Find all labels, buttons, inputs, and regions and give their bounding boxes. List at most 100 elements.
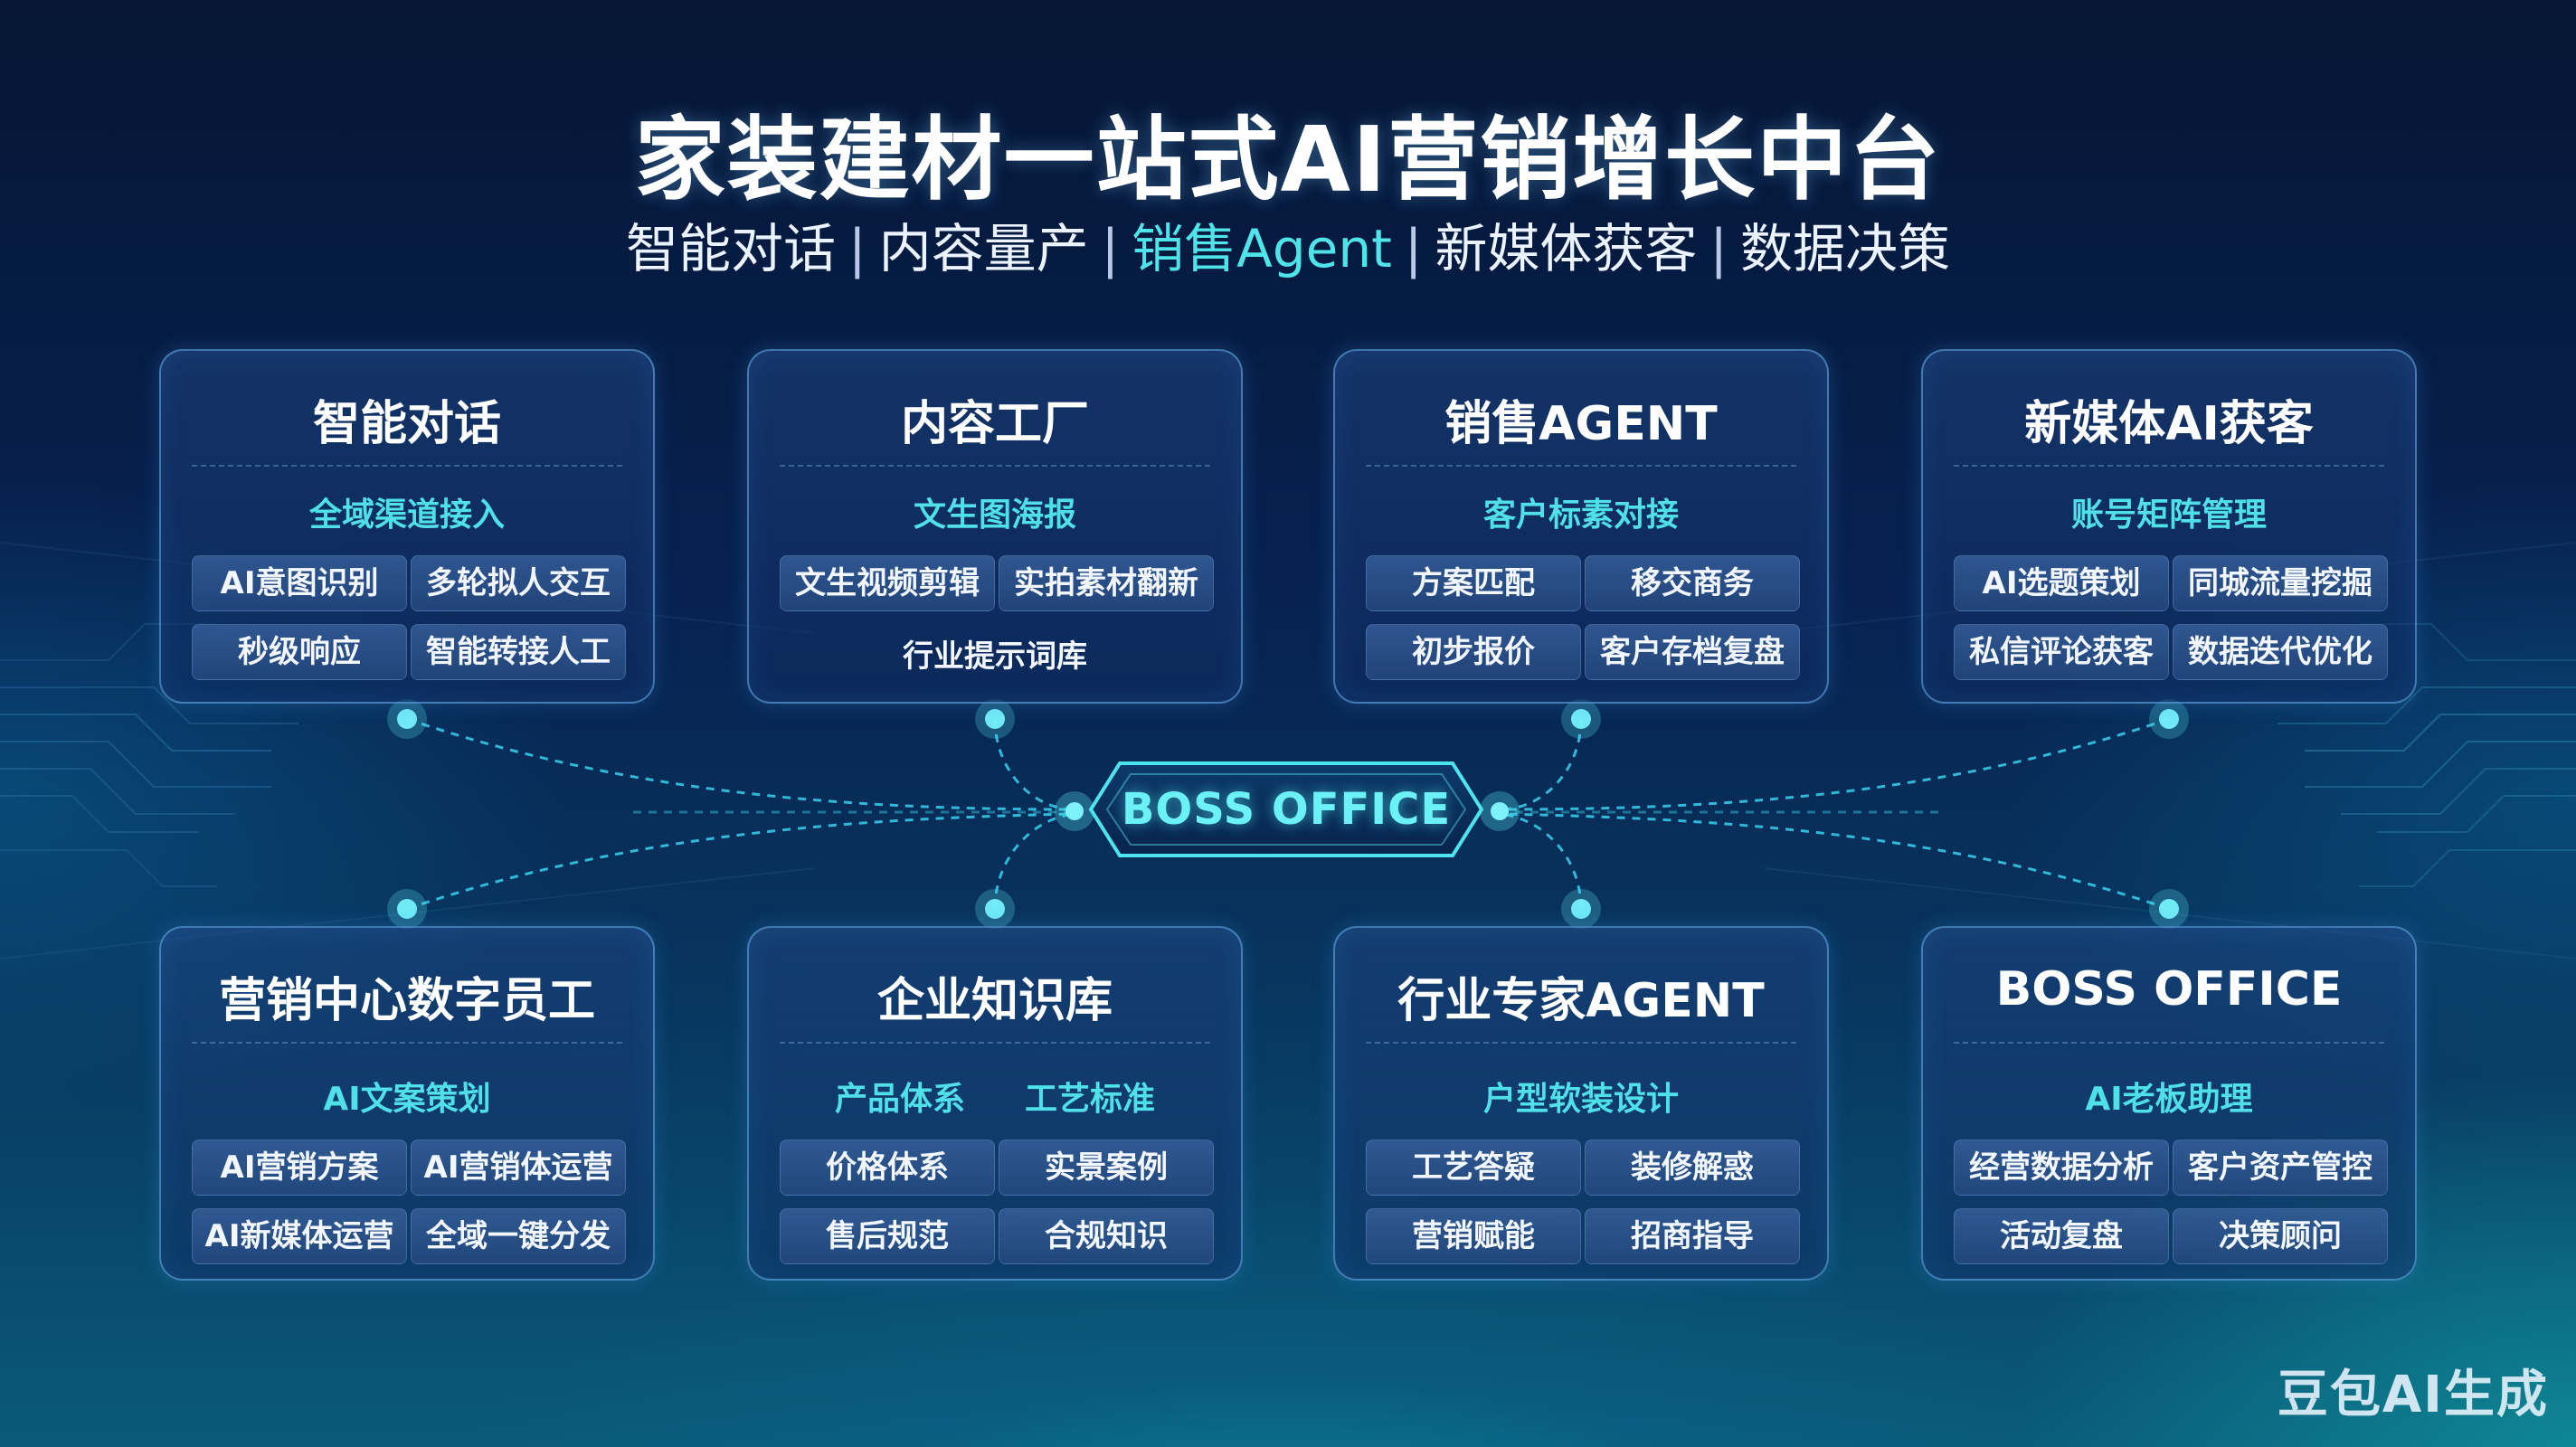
card-subheading: 工艺标准	[1025, 1081, 1156, 1118]
card-title: 营销中心数字员工	[218, 974, 595, 1028]
subtitle-part-2: 内容量产	[878, 218, 1089, 279]
feature-chip: 营销赋能	[1366, 1208, 1581, 1264]
feature-chip: 文生视频剪辑	[780, 555, 995, 611]
subtitle-separator: |	[1709, 218, 1728, 279]
connector-7	[1499, 812, 1583, 910]
connector-8	[1499, 812, 2170, 911]
subtitle-part-5: 数据决策	[1739, 218, 1950, 279]
card-divider	[1954, 1042, 2384, 1044]
card-boss-office: BOSS OFFICE AI老板助理 经营数据分析 客户资产管控 活动复盘 决策…	[1921, 926, 2417, 1281]
hub-hexagon-frame	[1088, 761, 1484, 857]
watermark: 豆包AI生成	[2277, 1366, 2549, 1424]
feature-chip: 招商指导	[1585, 1208, 1800, 1264]
hub-label: BOSS OFFICE	[1121, 784, 1452, 835]
feature-chip: 全域一键分发	[411, 1208, 626, 1264]
subtitle-separator: |	[848, 218, 867, 279]
connector-5	[406, 812, 1075, 911]
port-dot	[1571, 709, 1591, 729]
central-hub: BOSS OFFICE	[1087, 760, 1485, 859]
feature-chip: 同城流量挖掘	[2173, 555, 2388, 611]
feature-chip: 决策顾问	[2173, 1208, 2388, 1264]
card-title: 销售AGENT	[1444, 397, 1718, 451]
feature-chip: 经营数据分析	[1954, 1140, 2169, 1196]
feature-chip: 私信评论获客	[1954, 624, 2169, 680]
feature-chip: 初步报价	[1366, 624, 1581, 680]
port-dot	[397, 899, 417, 919]
feature-chip: 多轮拟人交互	[411, 555, 626, 611]
hub-port-right	[1491, 802, 1509, 820]
hub-port-left	[1065, 802, 1084, 820]
card-enterprise-knowledge-base: 企业知识库 产品体系 工艺标准 价格体系 实景案例 售后规范 合规知识	[747, 926, 1243, 1281]
connector-2	[993, 718, 1075, 811]
feature-chip: 装修解惑	[1585, 1140, 1800, 1196]
feature-chip: 客户资产管控	[2173, 1140, 2388, 1196]
card-title: 企业知识库	[876, 974, 1113, 1028]
port-dot	[2159, 709, 2179, 729]
feature-chip: 活动复盘	[1954, 1208, 2169, 1264]
feature-chip: 售后规范	[780, 1208, 995, 1264]
card-title: 新媒体AI获客	[2024, 397, 2314, 451]
card-divider	[192, 1042, 622, 1044]
card-subheading: 全域渠道接入	[308, 497, 505, 534]
subtitle-part-3-highlight: 销售Agent	[1132, 218, 1392, 279]
port-dot	[985, 709, 1005, 729]
subtitle-bar: 智能对话|内容量产|销售Agent|新媒体获客|数据决策	[0, 206, 2576, 282]
feature-chip: AI营销方案	[192, 1140, 407, 1196]
feature-chip: 智能转接人工	[411, 624, 626, 680]
feature-chip: AI新媒体运营	[192, 1208, 407, 1264]
feature-chip: 秒级响应	[192, 624, 407, 680]
card-new-media-acquisition: 新媒体AI获客 账号矩阵管理 AI选题策划 同城流量挖掘 私信评论获客 数据迭代…	[1921, 349, 2417, 704]
feature-chip: 方案匹配	[1366, 555, 1581, 611]
card-content-factory: 内容工厂 文生图海报 文生视频剪辑 实拍素材翻新 行业提示词库	[747, 349, 1243, 704]
card-title: BOSS OFFICE	[1995, 962, 2343, 1017]
port-dot	[397, 709, 417, 729]
card-marketing-digital-staff: 营销中心数字员工 AI文案策划 AI营销方案 AI营销体运营 AI新媒体运营 全…	[159, 926, 655, 1281]
feature-chip: 客户存档复盘	[1585, 624, 1800, 680]
connector-1	[406, 717, 1075, 811]
card-divider	[1366, 1042, 1796, 1044]
connector-4	[1499, 717, 2170, 811]
subtitle-part-4: 新媒体获客	[1435, 218, 1698, 279]
card-sales-agent: 销售AGENT 客户标素对接 方案匹配 移交商务 初步报价 客户存档复盘	[1333, 349, 1829, 704]
feature-chip: 数据迭代优化	[2173, 624, 2388, 680]
card-subheading: 客户标素对接	[1482, 497, 1679, 534]
feature-chip: AI营销体运营	[411, 1140, 626, 1196]
connector-3	[1499, 718, 1583, 811]
feature-chip: AI意图识别	[192, 555, 407, 611]
feature-chip: 实景案例	[999, 1140, 1214, 1196]
page-title: 家装建材一站式AI营销增长中台	[634, 107, 1942, 213]
subtitle-separator: |	[1101, 218, 1120, 279]
card-subheadings: 产品体系 工艺标准	[749, 1073, 1241, 1120]
feature-chip: 合规知识	[999, 1208, 1214, 1264]
feature-chip: 价格体系	[780, 1140, 995, 1196]
feature-chip: 移交商务	[1585, 555, 1800, 611]
port-dot	[2159, 899, 2179, 919]
feature-chip: 工艺答疑	[1366, 1140, 1581, 1196]
feature-chip: 行业提示词库	[903, 638, 1087, 675]
card-subheading: AI老板助理	[2085, 1081, 2253, 1118]
card-smart-dialogue: 智能对话 全域渠道接入 AI意图识别 多轮拟人交互 秒级响应 智能转接人工	[159, 349, 655, 704]
card-title: 内容工厂	[900, 397, 1089, 451]
card-divider	[1954, 465, 2384, 467]
port-dot	[1571, 899, 1591, 919]
card-divider	[780, 465, 1210, 467]
card-subheading: 产品体系	[834, 1081, 965, 1118]
subtitle-separator: |	[1404, 218, 1423, 279]
subtitle-part-1: 智能对话	[626, 218, 837, 279]
card-title: 行业专家AGENT	[1397, 974, 1765, 1028]
port-dot	[985, 899, 1005, 919]
card-subheading: 账号矩阵管理	[2070, 497, 2267, 534]
connector-6	[993, 812, 1075, 910]
card-subheading: AI文案策划	[323, 1081, 491, 1118]
card-divider	[780, 1042, 1210, 1044]
card-subheading: 户型软装设计	[1482, 1081, 1679, 1118]
card-subheading: 文生图海报	[913, 497, 1076, 534]
feature-chip: AI选题策划	[1954, 555, 2169, 611]
card-divider	[192, 465, 622, 467]
card-divider	[1366, 465, 1796, 467]
feature-chip: 实拍素材翻新	[999, 555, 1214, 611]
card-title: 智能对话	[312, 397, 501, 451]
card-industry-expert-agent: 行业专家AGENT 户型软装设计 工艺答疑 装修解惑 营销赋能 招商指导	[1333, 926, 1829, 1281]
